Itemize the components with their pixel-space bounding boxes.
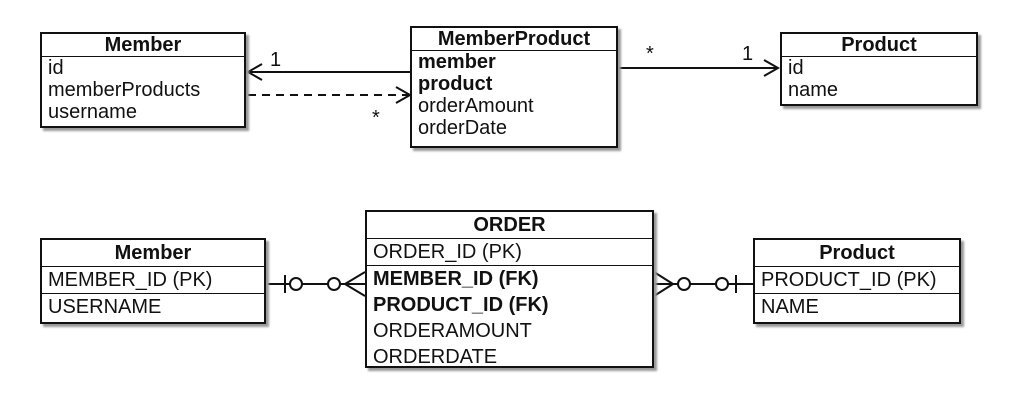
class-memberproduct-field: orderAmount bbox=[418, 95, 534, 117]
class-memberproduct: MemberProduct member product orderAmount… bbox=[410, 26, 618, 148]
member-memberproduct-association bbox=[245, 63, 410, 81]
class-member-field: id bbox=[48, 57, 64, 79]
class-memberproduct-field-member: member bbox=[418, 51, 496, 73]
erd-order-fk-product: PRODUCT_ID (FK) bbox=[373, 294, 549, 316]
erd-order-title: ORDER bbox=[367, 212, 652, 239]
multiplicity-product-many: * bbox=[646, 43, 654, 65]
class-member: Member id memberProducts username bbox=[40, 32, 246, 128]
multiplicity-product-one: 1 bbox=[742, 43, 754, 65]
class-memberproduct-field: orderDate bbox=[418, 117, 507, 139]
multiplicity-member-many: * bbox=[372, 107, 380, 129]
multiplicity-member-one: 1 bbox=[270, 49, 282, 71]
erd-order-product-relation bbox=[653, 271, 753, 297]
class-product-field: id bbox=[788, 57, 804, 79]
erd-member-order-relation bbox=[268, 271, 366, 297]
class-product: Product id name bbox=[780, 32, 978, 106]
memberproduct-product-association bbox=[617, 59, 781, 77]
class-member-title: Member bbox=[42, 34, 244, 57]
class-memberproduct-field-product: product bbox=[418, 73, 493, 95]
class-product-title: Product bbox=[782, 34, 976, 57]
erd-table-member: Member MEMBER_ID (PK) USERNAME bbox=[40, 238, 266, 324]
erd-member-title: Member bbox=[42, 240, 264, 267]
erd-member-field: USERNAME bbox=[48, 296, 162, 318]
class-product-field: name bbox=[788, 79, 839, 101]
erd-order-fk-member: MEMBER_ID (FK) bbox=[373, 268, 539, 290]
erd-table-product: Product PRODUCT_ID (PK) NAME bbox=[753, 238, 961, 324]
erd-product-pk: PRODUCT_ID (PK) bbox=[755, 267, 959, 294]
erd-order-field: ORDERDATE bbox=[373, 346, 498, 368]
memberproducts-dashed-link bbox=[248, 86, 413, 104]
erd-product-title: Product bbox=[755, 240, 959, 267]
erd-table-order: ORDER ORDER_ID (PK) MEMBER_ID (FK) PRODU… bbox=[365, 210, 654, 368]
erd-order-field: ORDERAMOUNT bbox=[373, 320, 532, 342]
erd-product-field: NAME bbox=[761, 296, 819, 318]
erd-member-pk: MEMBER_ID (PK) bbox=[42, 267, 264, 294]
class-member-field: username bbox=[48, 101, 137, 123]
class-memberproduct-title: MemberProduct bbox=[412, 28, 616, 51]
erd-order-pk: ORDER_ID (PK) bbox=[367, 239, 652, 266]
class-member-field: memberProducts bbox=[48, 79, 201, 101]
